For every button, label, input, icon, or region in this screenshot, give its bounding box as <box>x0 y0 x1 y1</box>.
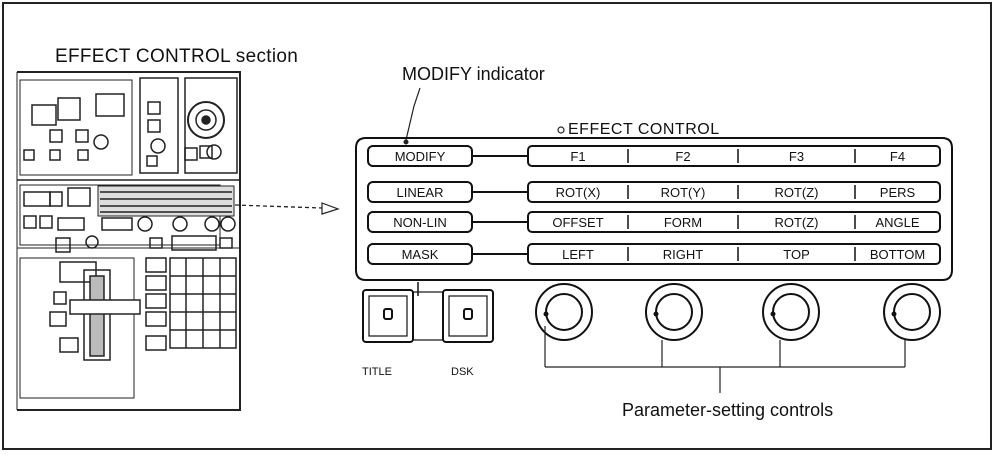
console-overview <box>16 71 241 411</box>
function-label-f2: F2 <box>675 149 690 164</box>
function-label-right: RIGHT <box>663 247 704 262</box>
knob-3[interactable] <box>762 283 820 341</box>
section-label: EFFECT CONTROL section <box>55 46 299 67</box>
function-row: ROT(X) ROT(Y) ROT(Z) PERS <box>527 181 941 203</box>
knob-4[interactable] <box>883 283 941 341</box>
mode-button-modify[interactable]: MODIFY <box>367 145 528 167</box>
function-label-form: FORM <box>664 215 702 230</box>
figure-frame <box>2 2 992 450</box>
function-row-frame <box>527 145 941 167</box>
knob-bracket <box>544 326 906 393</box>
panel-title: EFFECT CONTROL <box>568 121 720 138</box>
modify-indicator-leader <box>405 87 421 141</box>
function-row-frame <box>527 211 941 233</box>
function-label-top: TOP <box>783 247 810 262</box>
function-row-frame <box>527 181 941 203</box>
mode-rows: MODIFY LINEAR NON-LIN MASK <box>367 145 528 265</box>
function-label-f3: F3 <box>789 149 804 164</box>
mode-button-mask[interactable]: MASK <box>367 243 528 265</box>
bottom-buttons <box>362 289 494 343</box>
function-label-bottom: BOTTOM <box>870 247 925 262</box>
title-button-label: TITLE <box>362 366 392 378</box>
function-label-pers: PERS <box>880 185 916 200</box>
modify-indicator-label: MODIFY indicator <box>402 64 545 84</box>
function-label-rot-y-: ROT(Y) <box>661 185 706 200</box>
parameter-controls-label: Parameter-setting controls <box>622 400 834 420</box>
function-row: OFFSET FORM ROT(Z) ANGLE <box>527 211 941 233</box>
mode-button-non-lin[interactable]: NON-LIN <box>367 211 528 233</box>
function-label-offset: OFFSET <box>552 215 603 230</box>
function-row-frame <box>527 243 941 265</box>
mode-button-label: LINEAR <box>397 185 444 200</box>
knob-2[interactable] <box>645 283 703 341</box>
function-label-angle: ANGLE <box>875 215 919 230</box>
pointer-arrow <box>234 202 340 215</box>
function-label-f1: F1 <box>570 149 585 164</box>
mode-button-label: NON-LIN <box>393 215 446 230</box>
function-label-rot-z-: ROT(Z) <box>774 215 818 230</box>
effect-control-panel <box>355 137 953 296</box>
mode-button-linear[interactable]: LINEAR <box>367 181 528 203</box>
effect-control-led <box>557 126 565 134</box>
function-label-rot-x-: ROT(X) <box>556 185 601 200</box>
function-row: F1 F2 F3 F4 <box>527 145 941 167</box>
mode-button-label: MASK <box>402 247 439 262</box>
function-label-f4: F4 <box>890 149 905 164</box>
knob-1[interactable] <box>535 283 593 341</box>
mode-button-label: MODIFY <box>395 149 446 164</box>
function-label-rot-z-: ROT(Z) <box>774 185 818 200</box>
modify-indicator-dot <box>403 139 409 145</box>
parameter-knobs <box>535 283 941 341</box>
function-row: LEFT RIGHT TOP BOTTOM <box>527 243 941 265</box>
function-label-left: LEFT <box>562 247 594 262</box>
dsk-button-label: DSK <box>451 366 474 378</box>
